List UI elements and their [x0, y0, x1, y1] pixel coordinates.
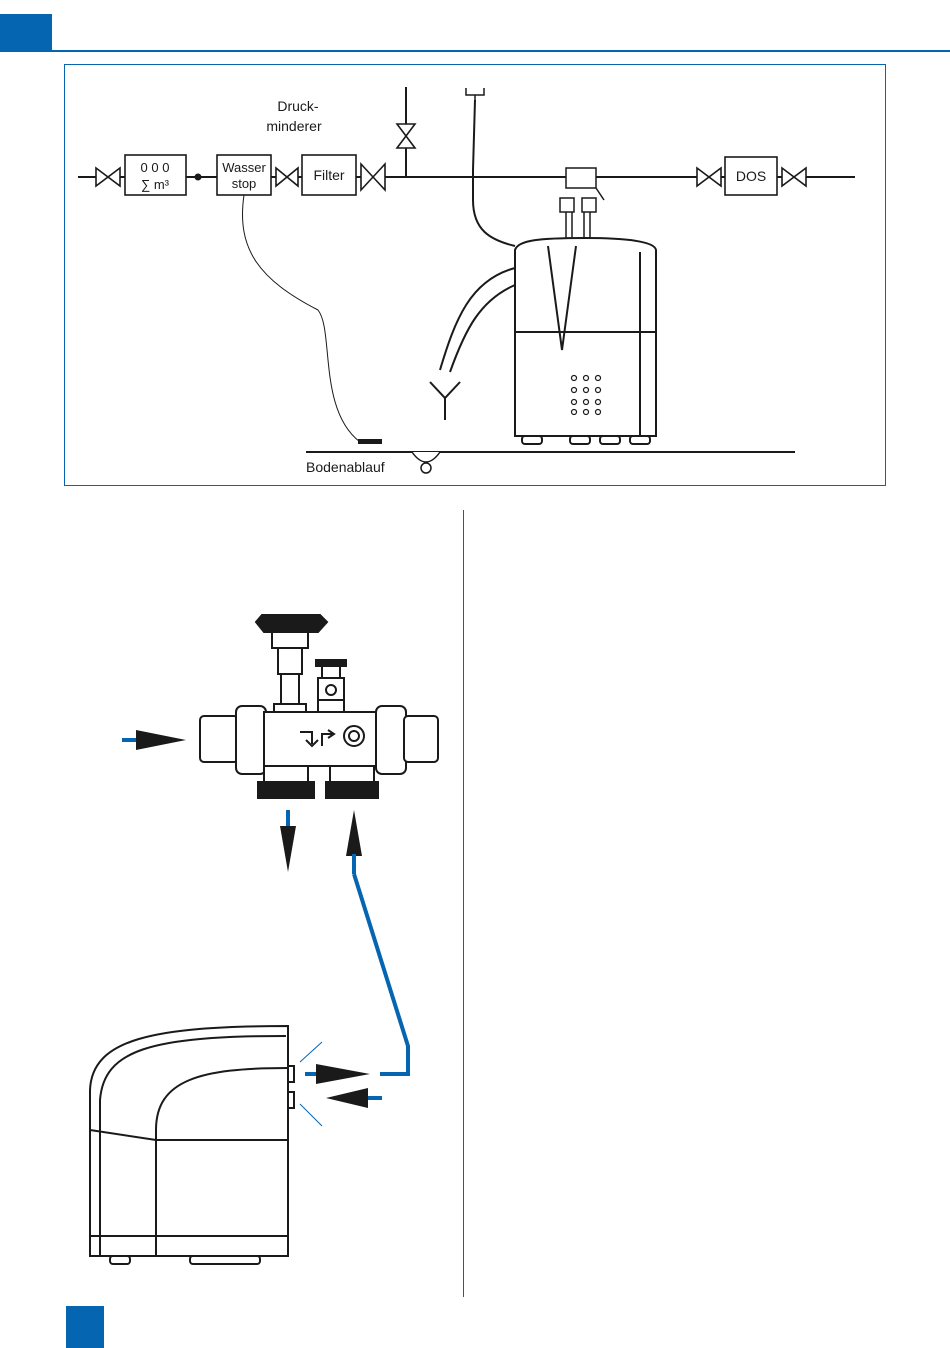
- water-stop-label-1: Wasser: [222, 160, 266, 175]
- filter-label: Filter: [313, 167, 344, 183]
- vertical-valve-icon: [397, 124, 415, 148]
- inlet-arrow-icon: [136, 730, 186, 750]
- water-softener-unit: [515, 238, 656, 436]
- column-divider: [463, 510, 464, 1297]
- junction-dot: [195, 174, 202, 181]
- tap-outlet-icon: [466, 88, 484, 100]
- water-stop-label-2: stop: [232, 176, 257, 191]
- handwheel-icon: [256, 615, 327, 716]
- softener-side-view: [90, 1026, 294, 1264]
- floor-sensor: [358, 439, 382, 444]
- meter-unit: ∑ m³: [141, 177, 170, 192]
- connection-valve-icon: [560, 168, 604, 240]
- drain-hose: [473, 100, 515, 246]
- floor-drain-label: Bodenablauf: [306, 459, 385, 475]
- softener-inlet-arrow-icon: [316, 1064, 370, 1084]
- sensor-cable: [243, 195, 360, 442]
- installation-schematic: Druck- minderer 0 0 0 ∑ m³ Wasser stop F…: [0, 0, 950, 500]
- return-up-arrow-icon: [346, 810, 362, 856]
- shutoff-valve-icon: [697, 168, 721, 186]
- meter-digits: 0 0 0: [141, 160, 170, 175]
- dos-label: DOS: [736, 168, 766, 184]
- footer-accent-square: [66, 1306, 104, 1348]
- shutoff-valve-icon: [276, 168, 298, 186]
- pressure-reducer-label-2: minderer: [266, 118, 322, 134]
- drain-funnel-icon: [430, 382, 460, 420]
- softener-outlet-arrow-icon: [326, 1088, 368, 1108]
- outlet-down-arrow-icon: [280, 826, 296, 872]
- shutoff-valve-icon: [361, 164, 385, 190]
- shutoff-valve-icon: [782, 168, 806, 186]
- floor-drain-icon: [412, 452, 440, 462]
- shutoff-valve-icon: [96, 168, 120, 186]
- small-valve-icon: [316, 660, 346, 716]
- valve-block-icon: [200, 706, 438, 798]
- pressure-reducer-label-1: Druck-: [277, 98, 319, 114]
- supply-hose: [354, 874, 408, 1074]
